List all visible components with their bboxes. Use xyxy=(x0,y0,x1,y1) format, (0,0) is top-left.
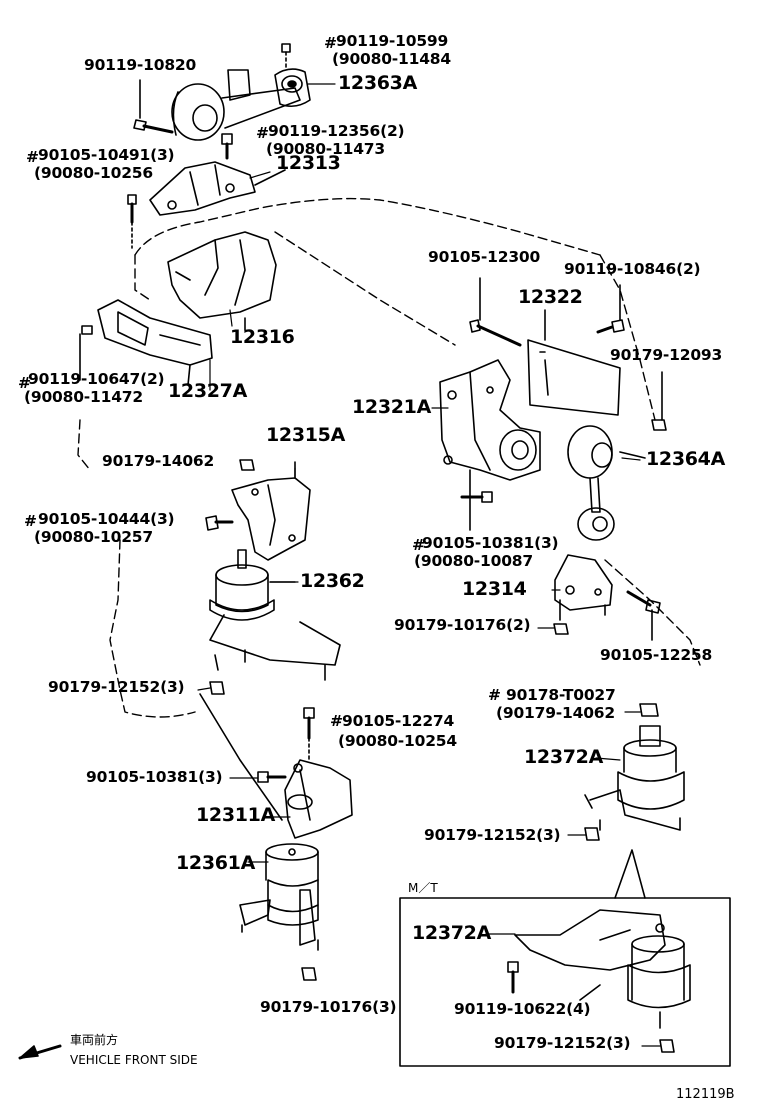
bolt-90105-10381-upper xyxy=(460,469,493,531)
label-90179-12152-mid: 90179-12152(3) xyxy=(424,826,561,844)
bolt-90105-10491 xyxy=(127,194,137,249)
label-90105-12258: 90105-12258 xyxy=(600,646,713,664)
bolt-90119-10846 xyxy=(596,284,625,334)
label-12327A: 12327A xyxy=(168,380,248,402)
label-90080-11484: (90080-11484 xyxy=(332,50,451,68)
label-90119-10647: 90119-10647(2) xyxy=(28,370,165,388)
part-12314 xyxy=(554,554,613,621)
sharp-mark: # xyxy=(24,512,37,530)
label-mt: M／T xyxy=(408,881,438,895)
label-12363A: 12363A xyxy=(338,72,418,94)
label-12361A: 12361A xyxy=(176,852,256,874)
label-12372A: 12372A xyxy=(524,746,604,768)
legend-jp: 車両前方 xyxy=(70,1033,119,1047)
label-90080-10256: (90080-10256 xyxy=(34,164,153,182)
front-arrow-icon xyxy=(18,1044,62,1060)
label-90179-12093: 90179-12093 xyxy=(610,346,723,364)
leader-lines xyxy=(197,83,661,1047)
label-90080-10257: (90080-10257 xyxy=(34,528,153,546)
part-12372A xyxy=(584,725,685,831)
label-90080-11473: (90080-11473 xyxy=(266,140,385,158)
label-90179-14062: 90179-14062 xyxy=(102,452,215,470)
label-90105-10381-upper: 90105-10381(3) xyxy=(422,534,559,552)
nut-90179-10176-lower xyxy=(301,967,317,981)
label-90178-T0027: 90178-T0027 xyxy=(506,686,616,704)
label-12362: 12362 xyxy=(300,570,365,592)
label-90119-10846: 90119-10846(2) xyxy=(564,260,701,278)
label-90080-10254: (90080-10254 xyxy=(338,732,457,750)
label-12316: 12316 xyxy=(230,326,295,348)
label-12311A: 12311A xyxy=(196,804,276,826)
bolt-90105-12274 xyxy=(303,707,315,761)
part-12321A xyxy=(439,359,541,481)
part-12364A xyxy=(567,425,646,541)
part-12362 xyxy=(209,549,341,681)
sharp-mark: # xyxy=(18,374,31,392)
label-90179-14062-b: (90179-14062 xyxy=(496,704,615,722)
nut-90179-14062-left xyxy=(239,459,255,471)
part-12322 xyxy=(527,309,621,416)
part-12361A xyxy=(239,843,319,951)
bolt-90119-10820 xyxy=(133,79,174,134)
label-90105-10444: 90105-10444(3) xyxy=(38,510,175,528)
bolt-90119-10622 xyxy=(507,961,601,1001)
part-12311A xyxy=(284,759,353,839)
part-12315A xyxy=(231,461,311,561)
label-12322: 12322 xyxy=(518,286,583,308)
bolt-90119-12356 xyxy=(221,133,233,160)
nut-90179-12152-left xyxy=(199,681,283,821)
label-12313: 12313 xyxy=(276,152,341,174)
label-12364A: 12364A xyxy=(646,448,726,470)
nut-90179-12093 xyxy=(651,371,667,431)
bolt-90105-10444 xyxy=(205,515,234,531)
label-90080-10087: (90080-10087 xyxy=(414,552,533,570)
label-90105-12274: 90105-12274 xyxy=(342,712,455,730)
label-12314: 12314 xyxy=(462,578,527,600)
bolt-90105-10381-lower xyxy=(257,771,287,783)
mt-box xyxy=(399,849,731,1067)
part-12363A xyxy=(171,68,311,141)
sharp-mark: # xyxy=(256,124,269,142)
label-12315A: 12315A xyxy=(266,424,346,446)
label-90105-12300: 90105-12300 xyxy=(428,248,541,266)
sharp-mark: # xyxy=(488,686,501,704)
label-90179-10176-upper: 90179-10176(2) xyxy=(394,616,531,634)
part-12316 xyxy=(167,231,277,331)
bolt-90105-12300 xyxy=(469,277,522,347)
sharp-mark: # xyxy=(26,148,39,166)
label-90080-11472: (90080-11472 xyxy=(24,388,143,406)
sharp-mark: # xyxy=(330,712,343,730)
nut-90179-10176-upper xyxy=(553,623,569,635)
sharp-mark: # xyxy=(412,536,425,554)
label-90119-10820: 90119-10820 xyxy=(84,56,197,74)
label-90119-12356: 90119-12356(2) xyxy=(268,122,405,140)
label-12372A-mt: 12372A xyxy=(412,922,492,944)
label-12321A: 12321A xyxy=(352,396,432,418)
bolt-90105-12258 xyxy=(626,590,661,641)
label-90105-10491: 90105-10491(3) xyxy=(38,146,175,164)
nut-90179-12152-mt xyxy=(659,1039,675,1053)
bolt-90119-10599 xyxy=(281,43,291,69)
label-90119-10622: 90119-10622(4) xyxy=(454,1000,591,1018)
label-90179-12152-left: 90179-12152(3) xyxy=(48,678,185,696)
part-12327A xyxy=(79,299,213,386)
nut-90178-T0027 xyxy=(639,703,659,717)
reference-number: 112119B xyxy=(676,1087,735,1102)
label-90179-12152-mt: 90179-12152(3) xyxy=(494,1034,631,1052)
sharp-mark: # xyxy=(324,34,337,52)
label-90179-10176-lower: 90179-10176(3) xyxy=(260,998,397,1016)
legend-en: VEHICLE FRONT SIDE xyxy=(70,1053,198,1067)
part-12313 xyxy=(149,161,286,216)
label-90119-10599: 90119-10599 xyxy=(336,32,449,50)
nut-90179-12152-mid xyxy=(584,827,600,841)
engine-outline xyxy=(77,197,701,718)
label-90105-10381-lower: 90105-10381(3) xyxy=(86,768,223,786)
part-12372A-mt xyxy=(514,909,691,1029)
